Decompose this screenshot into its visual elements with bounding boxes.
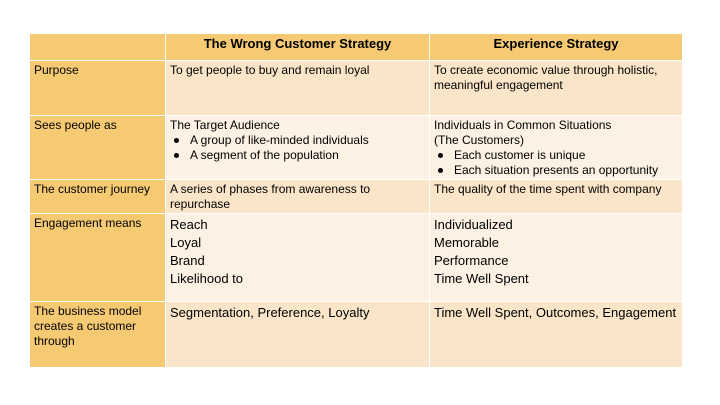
table-row: Sees people as The Target Audience A gro… — [29, 115, 683, 180]
header-experience-strategy: Experience Strategy — [429, 33, 683, 61]
bullet-icon — [174, 138, 179, 143]
cell-line: Reach — [170, 217, 208, 232]
bullet-item: A group of like-minded individuals — [174, 133, 425, 148]
bullet-item: A segment of the population — [174, 148, 425, 163]
bullet-item: Each situation presents an opportunity — [438, 163, 678, 178]
cell-line: Brand — [170, 253, 205, 268]
wrong-strategy-cell: To get people to buy and remain loyal — [165, 60, 430, 116]
experience-strategy-cell: To create economic value through holisti… — [429, 60, 683, 116]
cell-line: Individuals in Common Situations — [434, 118, 612, 132]
cell-line: Loyal — [170, 235, 202, 250]
cell-line: Individualized — [434, 217, 513, 232]
row-label: The customer journey — [29, 179, 166, 214]
wrong-strategy-cell: Segmentation, Preference, Loyalty — [165, 301, 430, 368]
table-row: The customer journey A series of phases … — [29, 179, 683, 214]
table-row: The business model creates a customer th… — [29, 301, 683, 368]
header-wrong-customer-strategy: The Wrong Customer Strategy — [165, 33, 430, 61]
wrong-strategy-cell: A series of phases from awareness to rep… — [165, 179, 430, 214]
bullet-icon — [174, 153, 179, 158]
experience-strategy-cell: Time Well Spent, Outcomes, Engagement — [429, 301, 683, 368]
table-row: Engagement means Reach Loyal Brand Likel… — [29, 213, 683, 302]
bullet-list: Each customer is unique Each situation p… — [434, 148, 678, 178]
experience-strategy-cell: Individualized Memorable Performance Tim… — [429, 213, 683, 302]
bullet-icon — [438, 153, 443, 158]
row-label: The business model creates a customer th… — [29, 301, 166, 368]
row-label: Engagement means — [29, 213, 166, 302]
header-empty-cell — [29, 33, 166, 61]
wrong-strategy-cell: Reach Loyal Brand Likelihood to — [165, 213, 430, 302]
bullet-item: Each customer is unique — [438, 148, 678, 163]
experience-strategy-cell: The quality of the time spent with compa… — [429, 179, 683, 214]
row-label: Sees people as — [29, 115, 166, 180]
wrong-strategy-cell: The Target Audience A group of like-mind… — [165, 115, 430, 180]
cell-line: Memorable — [434, 235, 500, 250]
cell-line: The Target Audience — [170, 118, 280, 132]
cell-line: Performance — [434, 253, 509, 268]
experience-strategy-cell: Individuals in Common Situations (The Cu… — [429, 115, 683, 180]
strategy-comparison-table: The Wrong Customer Strategy Experience S… — [29, 33, 683, 368]
table-header-row: The Wrong Customer Strategy Experience S… — [29, 33, 683, 61]
table-row: Purpose To get people to buy and remain … — [29, 60, 683, 116]
bullet-icon — [438, 168, 443, 173]
cell-line: (The Customers) — [434, 133, 525, 147]
cell-line: Time Well Spent — [434, 271, 529, 286]
row-label: Purpose — [29, 60, 166, 116]
cell-line: Likelihood to — [170, 271, 243, 286]
bullet-list: A group of like-minded individuals A seg… — [170, 133, 425, 163]
